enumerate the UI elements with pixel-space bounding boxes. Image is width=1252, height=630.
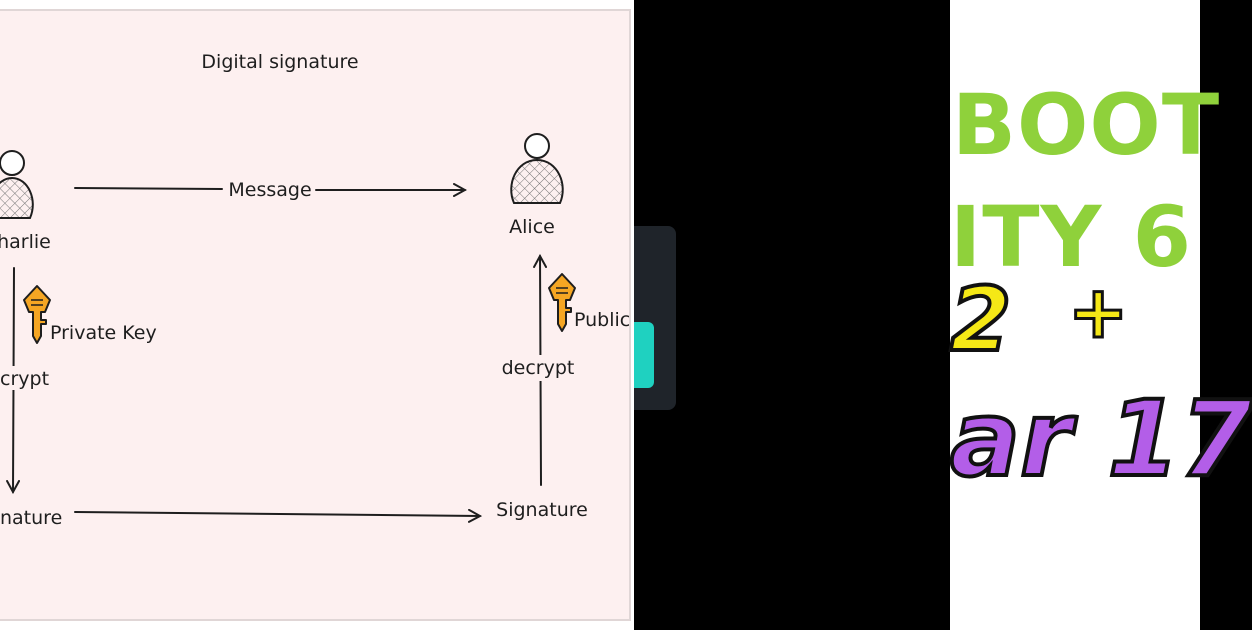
decrypt-label: decrypt bbox=[502, 357, 575, 379]
message-arrow bbox=[74, 188, 465, 190]
private-key-icon bbox=[23, 285, 51, 344]
diagram-panel: Digital signature harlie Alice Message c… bbox=[0, 0, 634, 630]
sign-label-backdrop bbox=[0, 366, 46, 390]
teal-accent bbox=[634, 322, 654, 388]
verify-label-backdrop bbox=[500, 355, 578, 381]
receiver-signature-label: Signature bbox=[496, 499, 588, 521]
sender-name: harlie bbox=[0, 231, 51, 253]
message-label: Message bbox=[228, 179, 311, 201]
private-key-label: Private Key bbox=[50, 322, 157, 344]
public-key-label: Public bbox=[574, 309, 630, 331]
encrypt-label: crypt bbox=[0, 368, 49, 390]
diagram-canvas: Digital signature harlie Alice Message c… bbox=[0, 9, 631, 621]
diagram-background bbox=[0, 9, 631, 621]
poster-panel: BOOT ITY 6 2 + ar 17 bbox=[948, 0, 1252, 630]
poster-line-2: ITY 6 bbox=[950, 188, 1193, 286]
receiver-name: Alice bbox=[509, 216, 555, 238]
sender-person-icon bbox=[0, 150, 34, 219]
middle-panel bbox=[634, 0, 950, 630]
diagram-title: Digital signature bbox=[201, 51, 358, 73]
poster-plus: + bbox=[1066, 269, 1129, 356]
poster-line-4: ar 17 bbox=[948, 376, 1252, 502]
signature-transfer-arrow bbox=[74, 512, 480, 516]
receiver-person-icon bbox=[510, 133, 564, 204]
public-key-icon bbox=[548, 273, 576, 332]
poster-line-1: BOOT bbox=[952, 76, 1221, 174]
poster-line-3: 2 bbox=[948, 266, 1013, 373]
sender-signature-label: nature bbox=[0, 507, 62, 529]
